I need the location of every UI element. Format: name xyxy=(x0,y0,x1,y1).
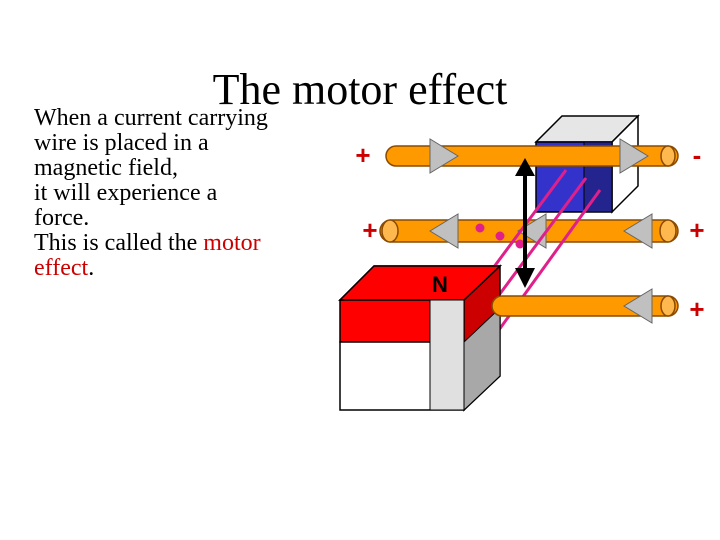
wire-middle-left-sign: + xyxy=(362,215,377,245)
slide-title: The motor effect xyxy=(212,65,508,114)
text-line: wire is placed in a xyxy=(34,130,209,156)
text-line: it will experience a xyxy=(34,180,218,206)
wire-top xyxy=(385,138,679,174)
wire-bottom-right-sign: + xyxy=(689,294,704,324)
field-dot xyxy=(515,239,525,249)
field-dot xyxy=(495,231,505,241)
wire-middle-right-sign: + xyxy=(689,215,704,245)
north-magnet: N xyxy=(338,264,502,412)
field-dot xyxy=(475,223,485,233)
wire-bottom xyxy=(491,288,679,324)
text-line: This is called the xyxy=(34,230,204,256)
current-arrow xyxy=(623,288,653,324)
highlight-effect: effect xyxy=(34,255,89,281)
wire-top-left-sign: + xyxy=(355,140,370,170)
current-arrow xyxy=(623,213,653,249)
force-arrow xyxy=(515,158,535,288)
current-arrow xyxy=(619,138,649,174)
current-arrow xyxy=(429,213,459,249)
current-arrow xyxy=(429,138,459,174)
text-period: . xyxy=(88,255,95,281)
text-line: When a current carrying xyxy=(34,105,268,131)
north-pole-label: N xyxy=(432,272,448,297)
wire-top-right-sign: - xyxy=(693,140,702,170)
highlight-motor: motor xyxy=(203,230,261,256)
text-line: force. xyxy=(34,205,90,231)
text-line: magnetic field, xyxy=(34,155,178,181)
